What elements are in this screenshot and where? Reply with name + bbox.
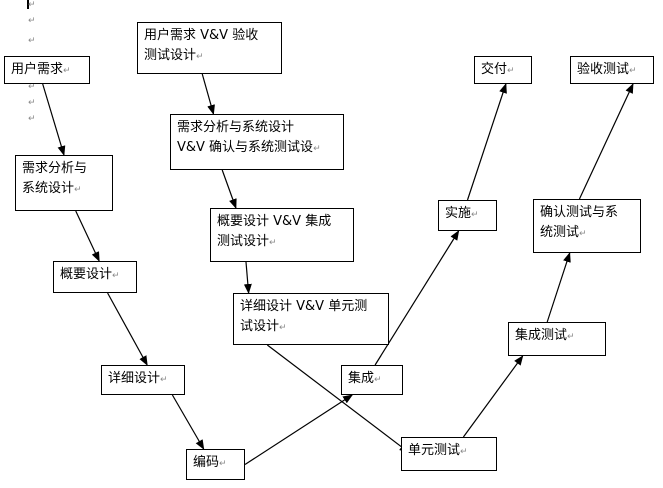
node-implementation: 实施↵ — [438, 200, 497, 231]
node-label: 单元测试 — [408, 443, 461, 458]
node-user-req-vv: 用户需求 V&V 验收 测试设计↵ — [137, 22, 282, 74]
node-label: 确认测试与系 统测试 — [540, 205, 619, 240]
paragraph-mark-icon: ↵ — [28, 98, 36, 108]
node-integration: 集成↵ — [341, 365, 403, 395]
node-outline-design-vv: 概要设计 V&V 集成 测试设计↵ — [210, 208, 354, 262]
node-label: 详细设计 V&V 单元测 试设计 — [240, 299, 368, 334]
text-cursor — [27, 0, 29, 9]
node-label: 集成测试 — [515, 328, 568, 343]
paragraph-mark-icon: ↵ — [28, 82, 36, 92]
node-label: 用户需求 — [11, 62, 64, 77]
arrow-coding-to-integration — [244, 394, 353, 466]
node-outline-design: 概要设计↵ — [53, 261, 137, 293]
paragraph-mark-icon: ↵ — [196, 52, 204, 62]
node-label: 实施 — [445, 206, 472, 221]
node-coding: 编码↵ — [186, 449, 245, 480]
node-label: 编码 — [193, 455, 220, 470]
node-req-analysis: 需求分析与 系统设计↵ — [15, 155, 113, 211]
paragraph-mark-icon: ↵ — [28, 0, 36, 10]
arrow-req-analysis-to-outline-design — [75, 210, 100, 262]
arrow-implementation-to-delivery — [466, 83, 507, 201]
node-label: 概要设计 — [60, 267, 113, 282]
arrow-req-analysis-vv-to-outline-design-vv — [221, 169, 237, 209]
paragraph-mark-icon: ↵ — [507, 66, 515, 76]
node-label: 概要设计 V&V 集成 测试设计 — [217, 214, 332, 249]
paragraph-mark-icon: ↵ — [567, 332, 575, 342]
node-integration-test: 集成测试↵ — [508, 322, 606, 356]
paragraph-mark-icon: ↵ — [279, 323, 287, 333]
node-unit-test: 单元测试↵ — [401, 437, 497, 471]
paragraph-mark-icon: ↵ — [28, 16, 36, 26]
node-label: 需求分析与 系统设计 — [22, 161, 88, 196]
arrow-integration-test-to-confirm-sys-test — [546, 252, 571, 323]
arrow-outline-design-to-detail-design — [107, 292, 148, 366]
paragraph-mark-icon: ↵ — [63, 66, 71, 76]
paragraph-mark-icon: ↵ — [629, 66, 637, 76]
node-acceptance-test: 验收测试↵ — [570, 56, 654, 84]
arrow-unit-test-to-integration-test — [462, 355, 524, 438]
paragraph-mark-icon: ↵ — [579, 229, 587, 239]
node-detail-design: 详细设计↵ — [101, 365, 185, 395]
node-label: 用户需求 V&V 验收 测试设计 — [144, 28, 259, 63]
node-label: 交付 — [481, 62, 508, 77]
node-label: 需求分析与系统设计 V&V 确认与系统测试设 — [177, 120, 314, 155]
node-detail-design-vv: 详细设计 V&V 单元测 试设计↵ — [233, 293, 389, 345]
arrow-user-req-to-req-analysis — [42, 83, 66, 156]
arrow-detail-design-to-coding — [171, 394, 205, 450]
paragraph-mark-icon: ↵ — [112, 271, 120, 281]
node-label: 集成 — [348, 371, 375, 386]
paragraph-mark-icon: ↵ — [313, 144, 321, 154]
arrow-outline-design-vv-to-detail-design-vv — [243, 261, 252, 294]
node-req-analysis-vv: 需求分析与系统设计 V&V 确认与系统测试设↵ — [170, 114, 344, 170]
node-delivery: 交付↵ — [474, 56, 532, 84]
paragraph-mark-icon: ↵ — [471, 210, 479, 220]
paragraph-mark-icon: ↵ — [28, 36, 36, 46]
node-label: 验收测试 — [577, 62, 630, 77]
paragraph-mark-icon: ↵ — [160, 375, 168, 385]
paragraph-mark-icon: ↵ — [28, 114, 36, 124]
paragraph-mark-icon: ↵ — [269, 238, 277, 248]
paragraph-mark-icon: ↵ — [460, 447, 468, 457]
node-label: 详细设计 — [108, 371, 161, 386]
arrow-integration-to-implementation — [374, 230, 460, 366]
node-confirm-sys-test: 确认测试与系 统测试↵ — [533, 199, 641, 253]
arrow-confirm-sys-test-to-acceptance-test — [578, 83, 634, 200]
arrow-user-req-vv-to-req-analysis-vv — [201, 73, 215, 115]
arrow-detail-design-vv-to-unit-test — [266, 344, 410, 453]
paragraph-mark-icon: ↵ — [219, 459, 227, 469]
paragraph-mark-icon: ↵ — [74, 185, 82, 195]
paragraph-mark-icon: ↵ — [374, 375, 382, 385]
node-user-req: 用户需求↵ — [4, 56, 90, 84]
